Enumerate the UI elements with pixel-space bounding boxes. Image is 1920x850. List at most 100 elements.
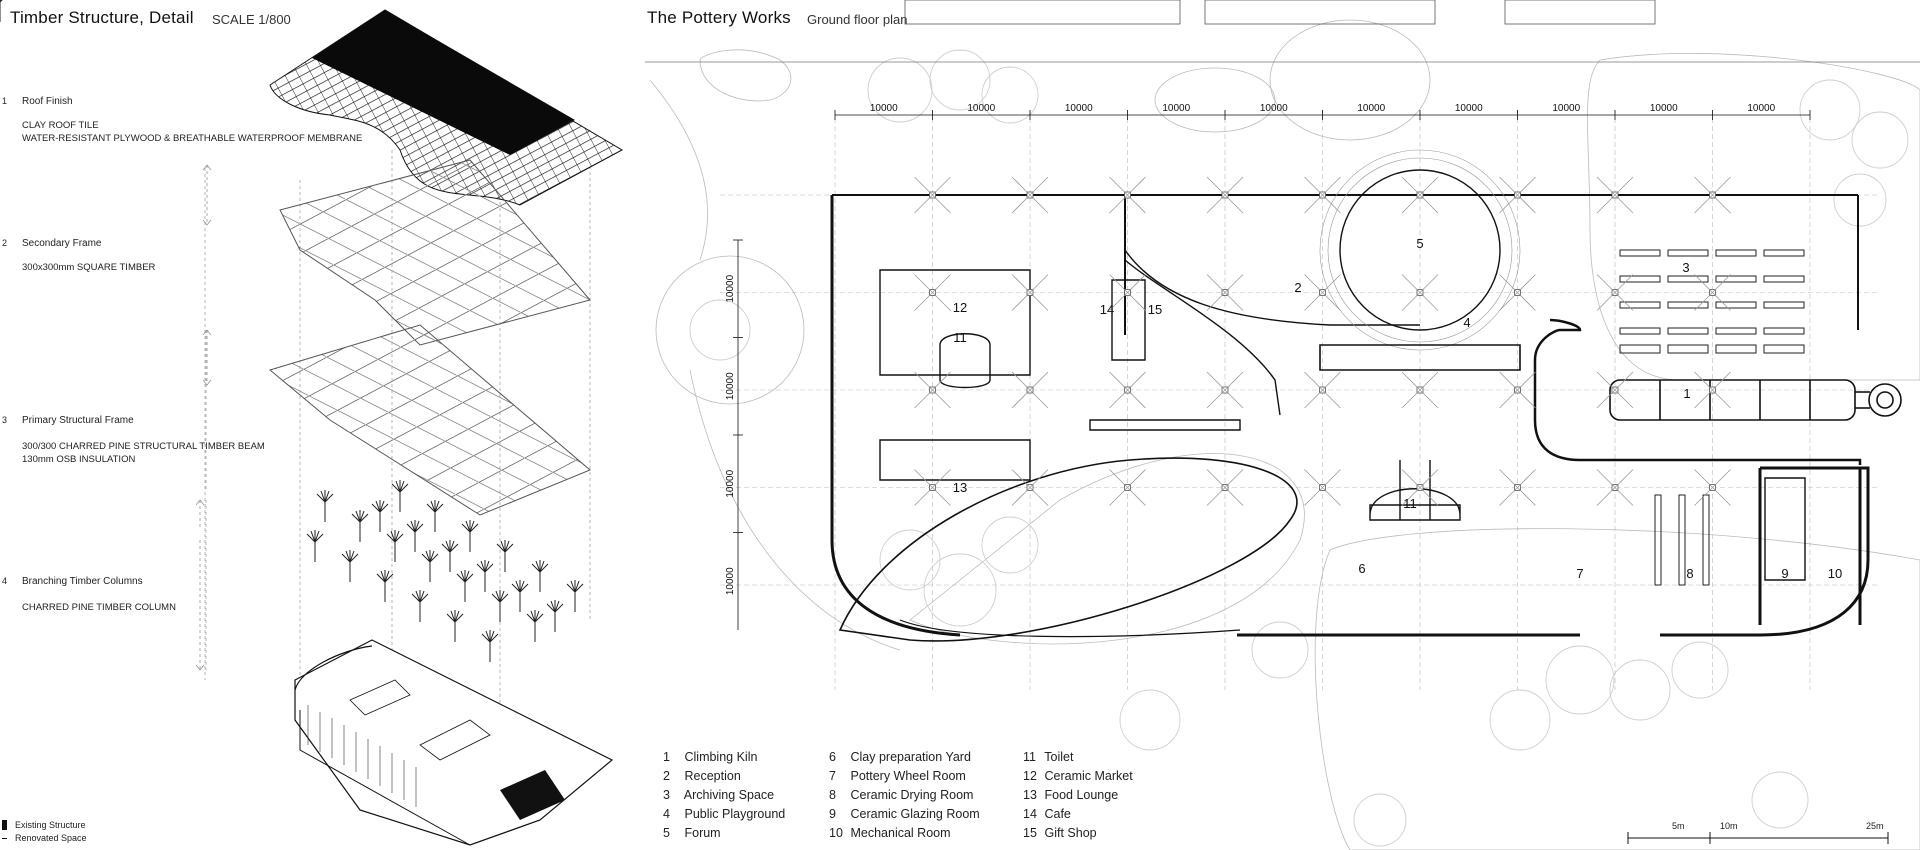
legend-item: 4 Public Playground (663, 807, 785, 821)
room-number-label: 13 (953, 480, 967, 495)
structural-column (1206, 469, 1244, 506)
dimension-top-label: 10000 (1650, 103, 1678, 114)
legend-item-label: Reception (684, 769, 741, 783)
layer-1-name: Roof Finish (22, 96, 73, 107)
archive-shelf (1619, 275, 1661, 283)
structural-column (1401, 469, 1439, 506)
legend-item-label: Gift Shop (1044, 826, 1097, 840)
legend-item-number: 6 (829, 750, 836, 764)
dimension-top-label: 10000 (1162, 103, 1190, 114)
structural-column (1499, 469, 1536, 506)
legend-item-label: Cafe (1044, 807, 1071, 821)
room-number-label: 6 (1358, 561, 1365, 576)
legend-item-label: Archiving Space (683, 788, 775, 802)
detail-scale: SCALE 1/800 (212, 12, 291, 27)
dimension-top-label: 10000 (870, 103, 898, 114)
archive-shelf (1619, 301, 1661, 309)
dimension-left-label: 10000 (725, 372, 736, 400)
structural-column (1011, 371, 1049, 409)
structural-column (1499, 274, 1536, 311)
legend-item-number: 3 (663, 788, 670, 802)
layer-3-desc: 300/300 CHARRED PINE STRUCTURAL TIMBER B… (22, 441, 265, 465)
structural-column (1596, 176, 1634, 214)
structural-column (1109, 469, 1146, 506)
dimension-top-label: 10000 (1357, 103, 1385, 114)
layer-4-desc: CHARRED PINE TIMBER COLUMN (22, 602, 176, 613)
structural-column (914, 469, 951, 506)
legend-item-number: 7 (829, 769, 836, 783)
legend-item: 12 Ceramic Market (1023, 769, 1133, 783)
layer-1-desc: CLAY ROOF TILE WATER-RESISTANT PLYWOOD &… (22, 120, 363, 144)
archive-shelf (1763, 344, 1805, 354)
plan-title: The Pottery Works (647, 8, 791, 27)
dimension-top-label: 10000 (967, 103, 995, 114)
scale-10m: 10m (1720, 821, 1738, 831)
structural-column (1304, 371, 1341, 409)
scale-5m: 5m (1672, 821, 1685, 831)
archive-shelf (1763, 327, 1805, 335)
layer-1-number: 1 (2, 96, 8, 106)
existing-structure-swatch (2, 820, 7, 830)
renovated-space-label: Renovated Space (15, 833, 87, 843)
archive-shelf (1619, 249, 1661, 257)
room-number-label: 7 (1576, 566, 1583, 581)
room-number-label: 11 (1403, 496, 1417, 511)
legend-item-label: Ceramic Drying Room (850, 788, 974, 802)
structural-column (1694, 274, 1731, 311)
plan-subtitle: Ground floor plan (807, 12, 908, 27)
legend-item-label: Toilet (1044, 750, 1074, 764)
room-number-label: 3 (1682, 260, 1689, 275)
existing-building-layer (294, 639, 614, 846)
archive-shelf (1715, 301, 1757, 309)
legend-item-number: 13 (1023, 788, 1037, 802)
legend-item-number: 10 (829, 826, 843, 840)
detail-title: Timber Structure, Detail (10, 8, 194, 27)
layer-3-name: Primary Structural Frame (22, 415, 134, 426)
structural-column (1109, 176, 1146, 214)
legend-item: 10 Mechanical Room (829, 826, 951, 840)
structural-column (1206, 176, 1244, 214)
archive-shelf (1763, 301, 1805, 309)
room-number-label: 2 (1294, 280, 1301, 295)
structural-column (1304, 176, 1341, 214)
structural-column (1011, 469, 1049, 506)
legend-item-label: Public Playground (684, 807, 786, 821)
archive-shelf (1667, 275, 1709, 283)
structural-column (1401, 176, 1439, 214)
archive-shelf (1715, 344, 1757, 354)
scale-25m: 25m (1866, 821, 1884, 831)
structural-column (1011, 176, 1049, 214)
legend-item-number: 8 (829, 788, 836, 802)
structural-column (914, 176, 951, 214)
dimension-top-label: 10000 (1552, 103, 1580, 114)
room-number-label: 10 (1828, 566, 1842, 581)
structural-column (1694, 176, 1731, 214)
legend-item: 3 Archiving Space (663, 788, 774, 802)
legend-item-number: 12 (1023, 769, 1037, 783)
layer-2-desc: 300x300mm SQUARE TIMBER (22, 262, 156, 273)
layer-4-number: 4 (2, 576, 8, 586)
existing-structure-label: Existing Structure (15, 820, 86, 830)
drying-rack (1702, 494, 1710, 586)
room-number-label: 5 (1416, 236, 1423, 251)
archive-shelf (1715, 275, 1757, 283)
legend-item-number: 4 (663, 807, 670, 821)
dimension-top-label: 10000 (1260, 103, 1288, 114)
legend-item-number: 11 (1023, 750, 1036, 764)
legend-item: 1 Climbing Kiln (663, 750, 757, 764)
room-number-label: 11 (953, 330, 967, 345)
room-number-label: 8 (1686, 566, 1693, 581)
structural-column (1304, 274, 1341, 311)
exploded-axonometric (0, 0, 624, 846)
archive-shelf (1763, 249, 1805, 257)
room-number-label: 4 (1463, 315, 1470, 330)
archive-shelf (1715, 249, 1757, 257)
archive-shelf (1715, 327, 1757, 335)
room-number-label: 9 (1781, 566, 1788, 581)
structural-column (1206, 371, 1244, 409)
legend-item-number: 9 (829, 807, 836, 821)
dimension-top-label: 10000 (1747, 103, 1775, 114)
structural-column (1011, 274, 1049, 311)
legend-item-number: 15 (1023, 826, 1037, 840)
